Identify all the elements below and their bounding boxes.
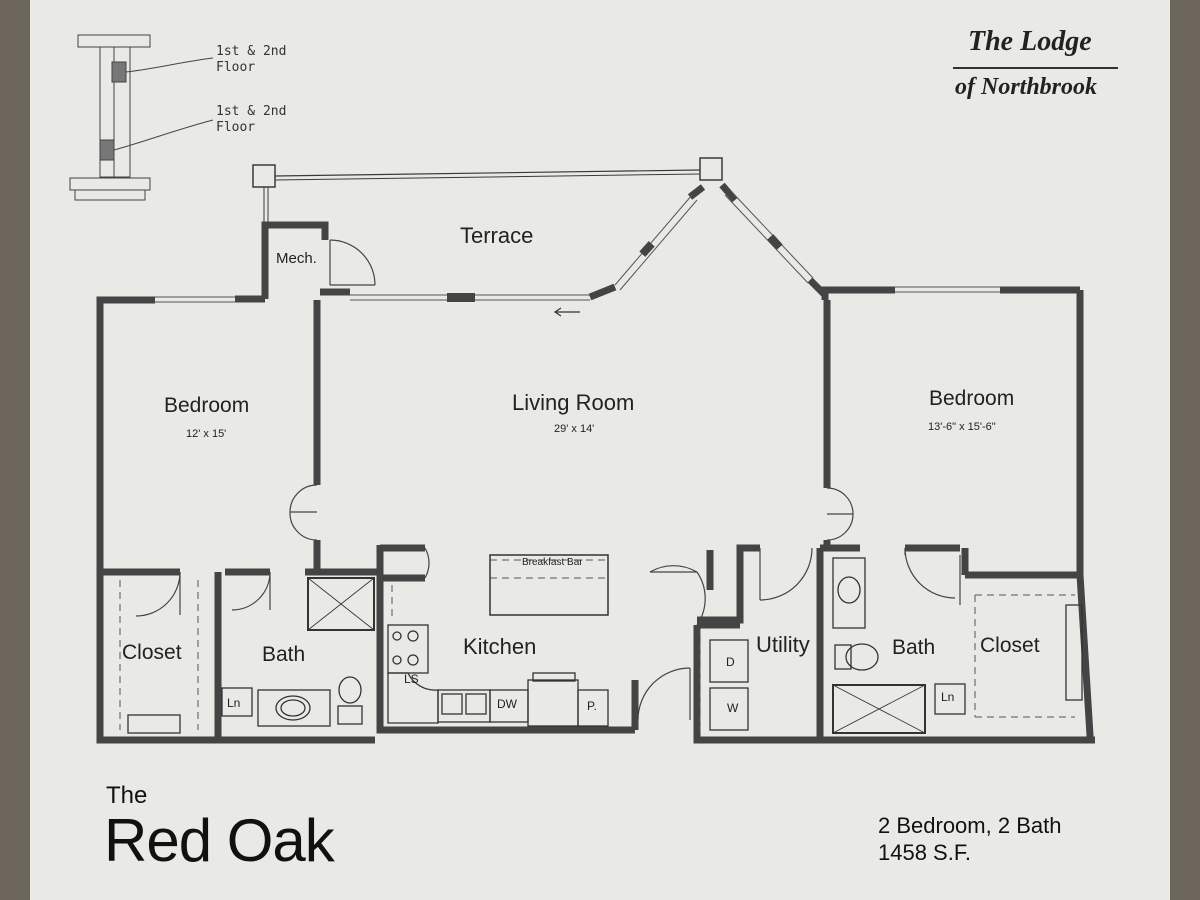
- bedroom-right-label: Bedroom: [929, 387, 1015, 410]
- terrace-post-right: [699, 157, 723, 181]
- unit-prefix: The: [106, 782, 148, 809]
- lazy-susan-label: LS: [404, 672, 419, 686]
- linen-right-label: Ln: [941, 690, 955, 704]
- unit-name: Red Oak: [104, 807, 335, 874]
- unit-area: 1458 S.F.: [878, 840, 971, 865]
- windows: [155, 189, 1000, 303]
- fixtures: [127, 554, 1083, 734]
- bedroom-left-dimensions: 12' x 15': [186, 428, 227, 440]
- washer-label: W: [727, 701, 739, 715]
- closet-left-label: Closet: [122, 641, 182, 664]
- closet-rods: [119, 559, 1075, 730]
- bath-left-label: Bath: [262, 643, 306, 666]
- breakfast-bar-label: Breakfast Bar: [522, 557, 583, 568]
- key-plan-label-upper: 1st & 2nd Floor: [216, 44, 287, 75]
- floor-plan-sheet: [30, 0, 1170, 900]
- mech-label: Mech.: [276, 250, 317, 267]
- slider-arrow: [553, 307, 580, 317]
- logo-line-1: The Lodge: [968, 26, 1092, 57]
- living-room-label: Living Room: [512, 390, 635, 415]
- linen-left-label: Ln: [227, 696, 241, 710]
- terrace-post-left: [252, 164, 276, 188]
- terrace-label: Terrace: [460, 223, 534, 248]
- pantry-label: P.: [587, 699, 597, 713]
- living-room-dimensions: 29' x 14': [554, 423, 595, 435]
- bedroom-left-label: Bedroom: [164, 394, 250, 417]
- kitchen-label: Kitchen: [463, 634, 537, 659]
- window-mullions: [447, 234, 783, 302]
- bedroom-right-dimensions: 13'-6" x 15'-6": [928, 421, 996, 433]
- dryer-label: D: [726, 655, 735, 669]
- closet-right-label: Closet: [980, 634, 1040, 657]
- logo-line-2: of Northbrook: [955, 74, 1098, 100]
- key-plan: [69, 34, 214, 201]
- door-swings: [135, 239, 961, 721]
- unit-summary: 2 Bedroom, 2 Bath: [878, 813, 1062, 838]
- bath-right-label: Bath: [892, 636, 936, 659]
- walls: [96, 182, 1095, 744]
- utility-label: Utility: [756, 632, 810, 657]
- key-plan-label-lower: 1st & 2nd Floor: [216, 104, 287, 135]
- dishwasher-label: DW: [497, 697, 517, 711]
